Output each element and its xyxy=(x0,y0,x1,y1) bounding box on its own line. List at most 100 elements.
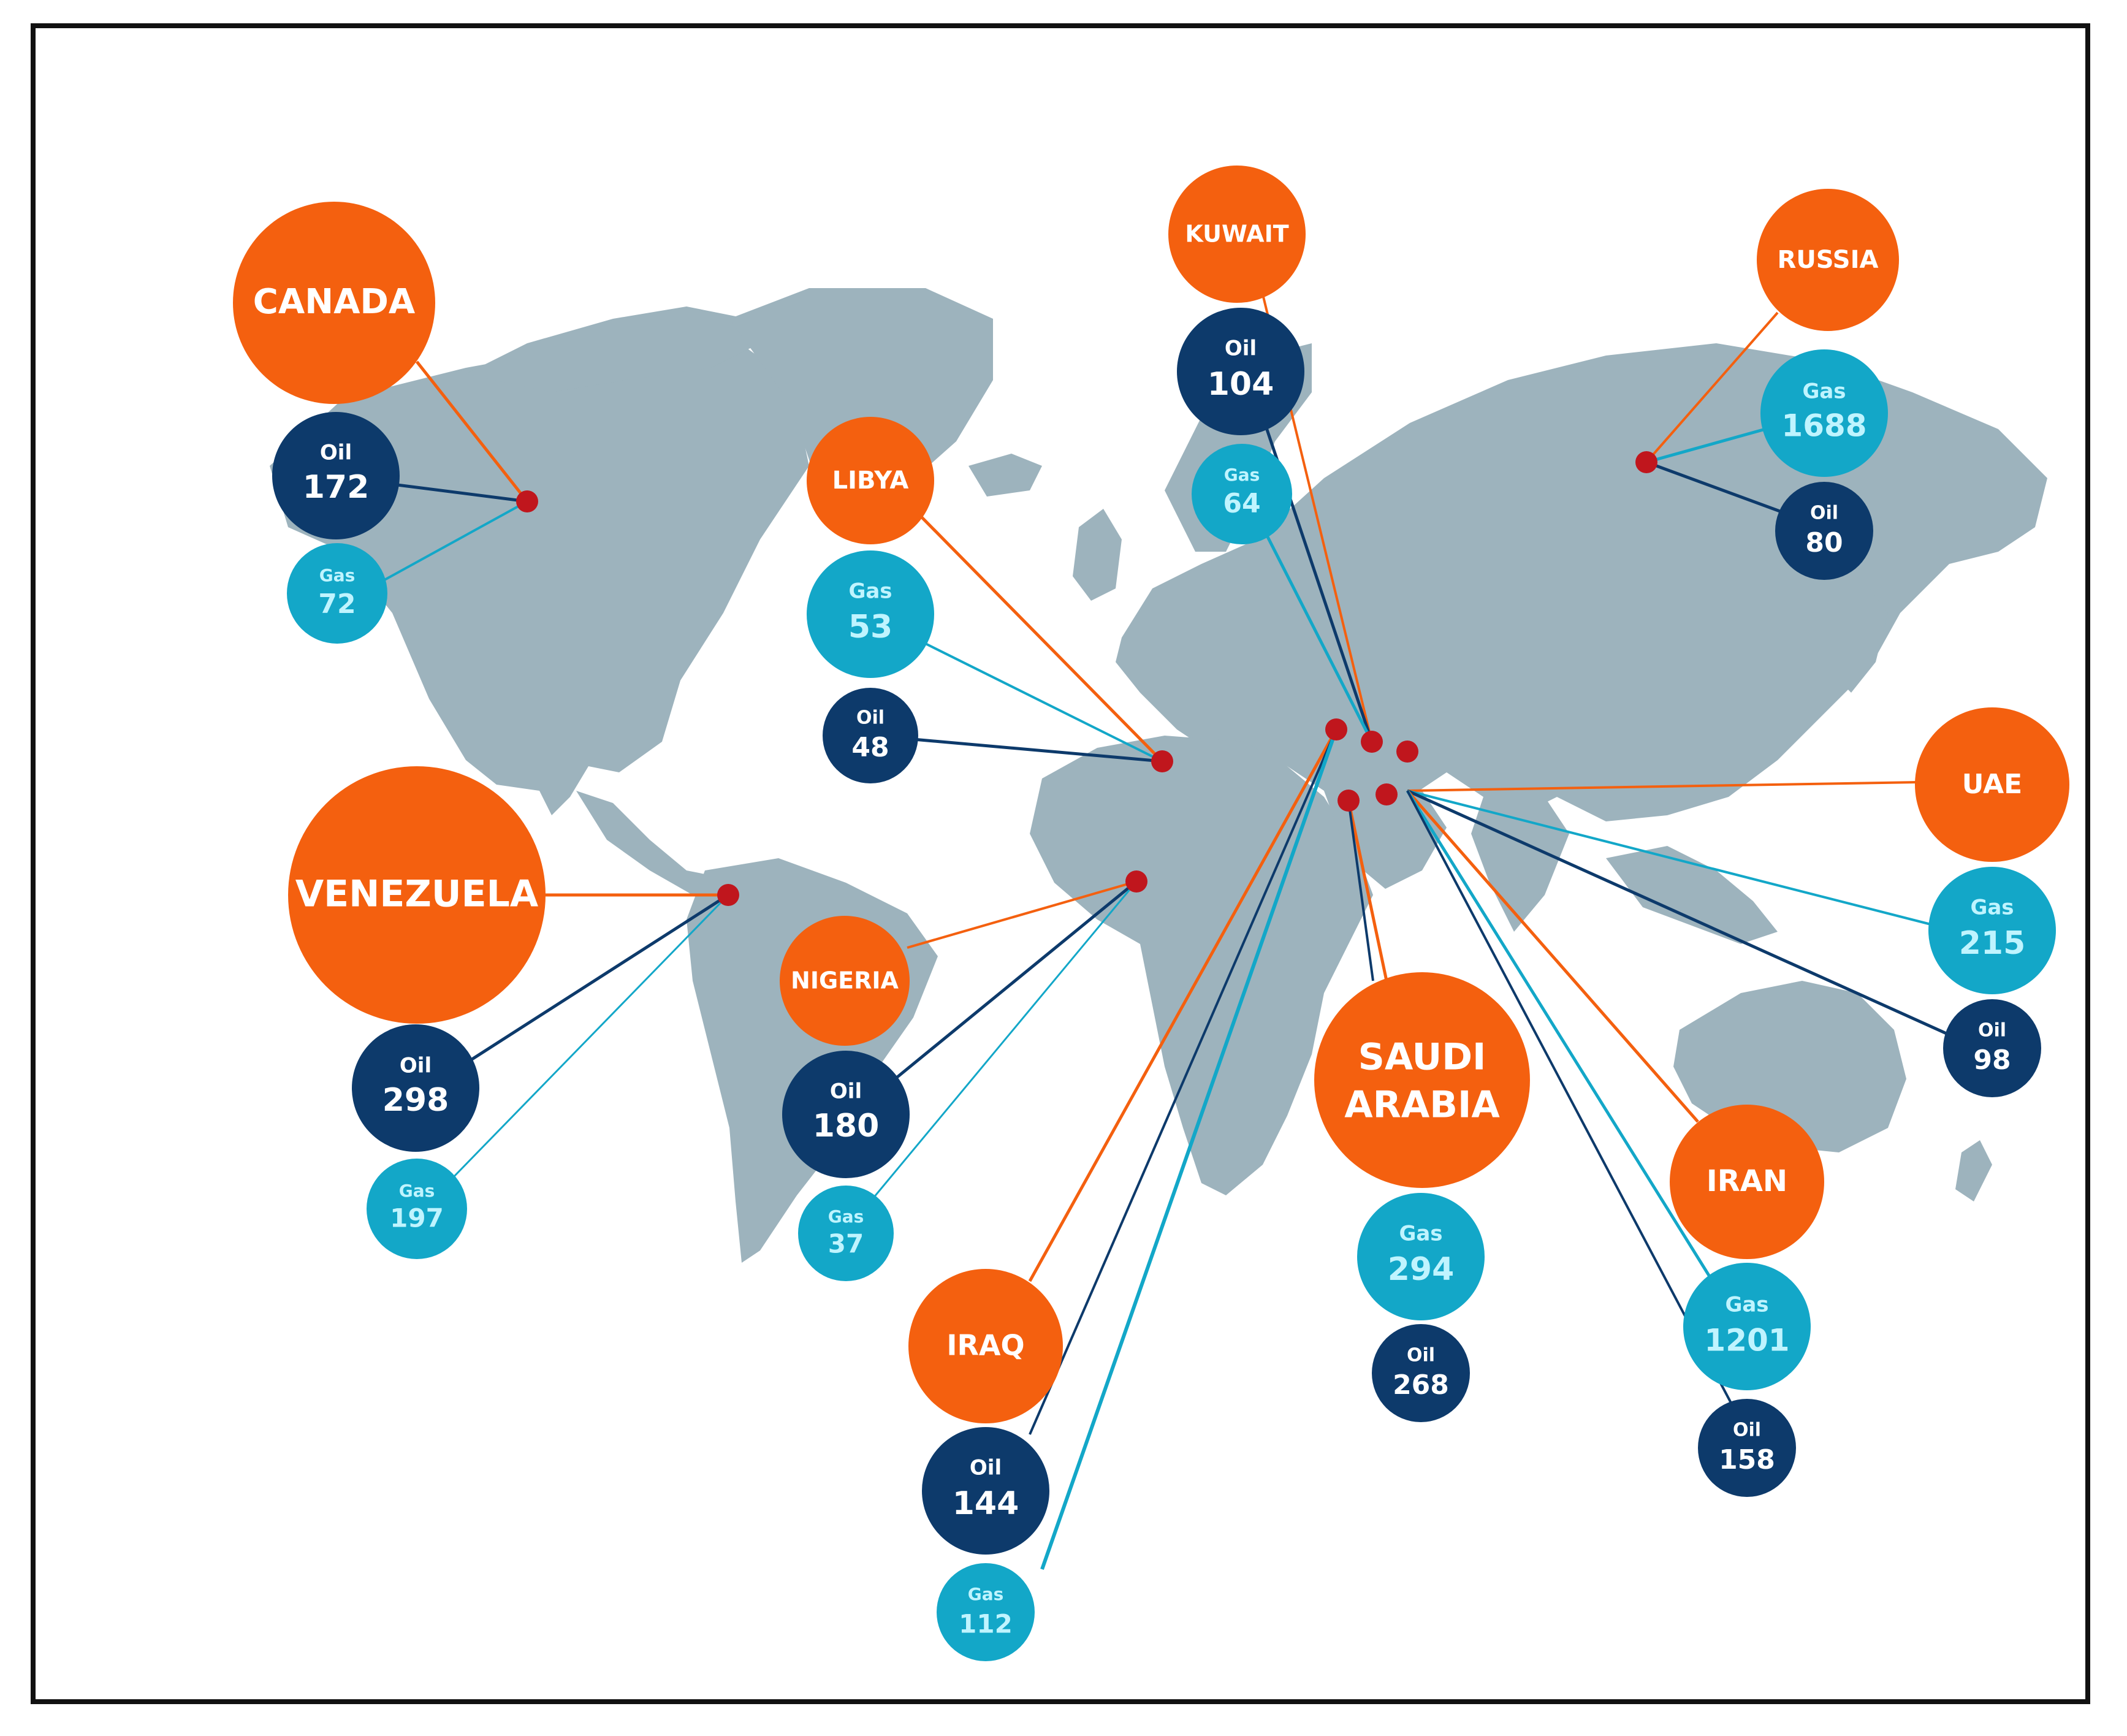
uae-oil-connector xyxy=(1406,789,1950,1037)
uae-oil-bubble xyxy=(1943,999,2041,1097)
canada-oil-label: Oil xyxy=(320,441,352,465)
libya-oil-label: Oil xyxy=(856,707,885,729)
saudi-arabia-gas-value: 294 xyxy=(1388,1251,1455,1288)
saudi-country-connector xyxy=(1347,800,1388,981)
venezuela-group: VENEZUELA Oil 298 Gas 197 xyxy=(288,766,546,1259)
uae-oil-value: 98 xyxy=(1973,1045,2011,1076)
iraq-gas-value: 112 xyxy=(959,1609,1013,1639)
libya-group: LIBYA Gas 53 Oil 48 xyxy=(807,417,934,783)
iran-gas-label: Gas xyxy=(1725,1293,1768,1317)
iran-gas-value: 1201 xyxy=(1704,1323,1789,1358)
kuwait-pin xyxy=(1361,731,1383,753)
iran-oil-connector xyxy=(1406,790,1736,1410)
canada-oil-bubble xyxy=(272,412,400,539)
iraq-oil-bubble xyxy=(922,1427,1049,1555)
iran-oil-label: Oil xyxy=(1733,1420,1761,1441)
iran-country-connector xyxy=(1406,790,1699,1123)
canada-country-bubble xyxy=(233,202,435,404)
india-landmass xyxy=(1471,797,1569,932)
saudi-arabia-oil-bubble xyxy=(1372,1324,1470,1422)
africa-landmass xyxy=(1030,736,1373,1195)
libya-gas-value: 53 xyxy=(848,609,892,645)
saudi-arabia-gas-bubble xyxy=(1357,1193,1485,1320)
southeast-asia-landmass xyxy=(1606,846,1778,944)
saudi-arabia-gas-label: Gas xyxy=(1399,1222,1442,1246)
nigeria-gas-bubble xyxy=(798,1186,894,1281)
canada-pin xyxy=(516,490,538,512)
canada-oil-connector xyxy=(392,482,528,503)
north-america-landmass xyxy=(270,331,809,815)
saudi-arabia-country-bubble xyxy=(1314,972,1530,1188)
iran-country-label: IRAN xyxy=(1707,1164,1787,1198)
iraq-oil-connector xyxy=(1029,729,1337,1435)
nigeria-gas-label: Gas xyxy=(828,1206,864,1227)
russia-oil-bubble xyxy=(1775,482,1873,580)
libya-oil-bubble xyxy=(823,688,918,783)
uae-oil-label: Oil xyxy=(1978,1020,2006,1041)
uae-group: UAE Gas 215 Oil 98 xyxy=(1915,707,2069,1097)
venezuela-gas-connector xyxy=(452,894,729,1178)
russia-gas-label: Gas xyxy=(1802,379,1846,404)
iran-oil-bubble xyxy=(1698,1399,1796,1497)
iraq-country-connector xyxy=(1028,728,1338,1282)
new-zealand-landmass xyxy=(1955,1140,1992,1201)
iraq-group: IRAQ Oil 144 Gas 112 xyxy=(908,1269,1063,1661)
saudi-arabia-group: SAUDI ARABIA Gas 294 Oil 268 xyxy=(1314,972,1530,1422)
libya-gas-connector xyxy=(925,642,1163,763)
libya-country-bubble xyxy=(807,417,934,544)
iraq-oil-value: 144 xyxy=(953,1485,1019,1522)
nigeria-oil-connector xyxy=(886,880,1138,1086)
iraq-gas-bubble xyxy=(937,1563,1035,1661)
canada-gas-label: Gas xyxy=(319,565,356,585)
libya-gas-bubble xyxy=(807,550,934,678)
venezuela-pin xyxy=(717,884,739,906)
russia-oil-label: Oil xyxy=(1810,503,1838,524)
uk-landmass xyxy=(1073,509,1122,601)
kuwait-gas-connector xyxy=(1261,526,1374,743)
kuwait-gas-bubble xyxy=(1192,444,1292,544)
russia-country-bubble xyxy=(1757,189,1899,331)
kuwait-oil-bubble xyxy=(1177,308,1304,435)
iran-gas-bubble xyxy=(1683,1263,1811,1390)
uae-gas-connector xyxy=(1407,790,1931,926)
saudi-arabia-oil-label: Oil xyxy=(1407,1345,1435,1366)
venezuela-gas-value: 197 xyxy=(390,1203,444,1233)
iran-gas-connector xyxy=(1406,790,1718,1289)
libya-gas-label: Gas xyxy=(848,579,892,604)
venezuela-oil-bubble xyxy=(352,1024,479,1152)
russia-gas-connector xyxy=(1646,427,1766,464)
nigeria-country-bubble xyxy=(780,916,910,1046)
saudi-pin xyxy=(1337,790,1360,812)
russia-country-label: RUSSIA xyxy=(1778,246,1879,274)
iraq-oil-label: Oil xyxy=(970,1456,1002,1480)
nigeria-oil-bubble xyxy=(782,1051,910,1178)
uae-gas-value: 215 xyxy=(1959,925,2026,962)
kuwait-country-label: KUWAIT xyxy=(1185,221,1288,248)
canada-country-label: CANADA xyxy=(253,282,416,322)
kuwait-gas-value: 64 xyxy=(1223,488,1260,519)
nigeria-country-connector xyxy=(907,880,1137,949)
canada-country-connector xyxy=(416,360,528,503)
iraq-country-label: IRAQ xyxy=(946,1329,1024,1362)
arctic-islands-landmass xyxy=(466,306,760,392)
libya-country-connector xyxy=(918,514,1163,763)
saudi-arabia-country-label-line2: ARABIA xyxy=(1344,1084,1500,1127)
canada-gas-bubble xyxy=(287,543,387,644)
nigeria-gas-connector xyxy=(869,881,1138,1202)
russia-pin xyxy=(1635,451,1657,473)
kuwait-gas-label: Gas xyxy=(1224,465,1260,485)
iran-pin xyxy=(1396,740,1418,763)
iran-oil-value: 158 xyxy=(1719,1444,1775,1475)
iceland-landmass xyxy=(968,454,1042,497)
kuwait-group: KUWAIT Oil 104 Gas 64 xyxy=(1168,166,1306,544)
uae-gas-label: Gas xyxy=(1970,896,2014,920)
nigeria-oil-value: 180 xyxy=(813,1108,880,1144)
uae-gas-bubble xyxy=(1928,867,2056,994)
saudi-gas-connector xyxy=(1347,800,1374,981)
venezuela-oil-value: 298 xyxy=(382,1082,449,1119)
kuwait-oil-value: 104 xyxy=(1208,366,1274,403)
russia-country-connector xyxy=(1645,311,1779,463)
libya-oil-value: 48 xyxy=(851,732,889,763)
venezuela-country-bubble xyxy=(288,766,546,1024)
